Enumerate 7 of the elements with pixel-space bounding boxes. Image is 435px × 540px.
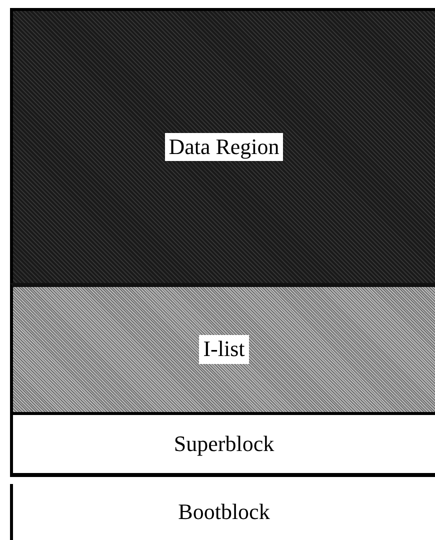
memory-region-band [10, 8, 435, 283]
region-label: I-list [199, 335, 249, 364]
region-label: Data Region [164, 132, 284, 162]
memory-region-band [10, 415, 435, 477]
region-label: Bootblock [177, 498, 271, 526]
memory-region-band [10, 283, 435, 415]
region-label: Superblock [172, 430, 276, 458]
